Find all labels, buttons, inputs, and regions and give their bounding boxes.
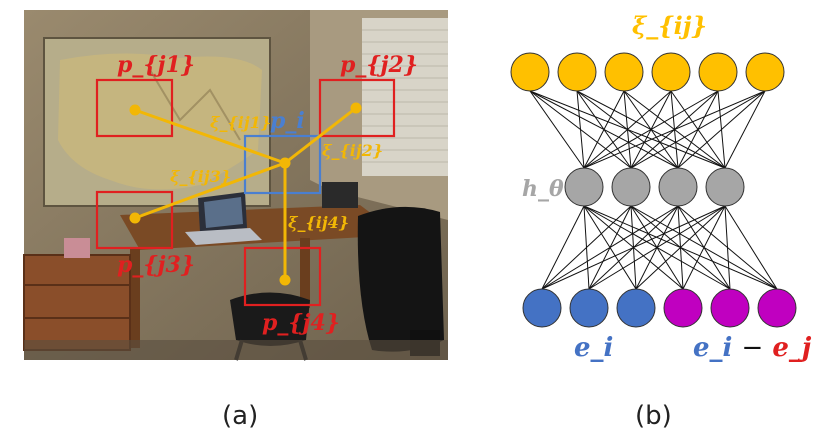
- edge-xi1: [133, 108, 287, 165]
- label-xi4: ξ_{ij4}: [288, 213, 349, 232]
- edge-hidden-input: [541, 205, 632, 290]
- network-edges: [529, 90, 778, 290]
- box-pj1: [95, 78, 174, 138]
- edge-output-hidden: [529, 90, 585, 169]
- edge-hidden-input: [682, 205, 726, 290]
- hidden-node: [564, 167, 604, 207]
- label-xi2: ξ_{ij2}: [322, 141, 383, 160]
- caption-b: (b): [635, 401, 672, 431]
- edge-output-hidden: [630, 90, 766, 169]
- input-label-right-minus: −: [741, 333, 763, 363]
- edge-output-hidden: [583, 90, 672, 169]
- hidden-label: h_θ: [522, 176, 564, 202]
- box-pi: [243, 134, 322, 195]
- node-pj4: [279, 274, 291, 286]
- input-label-right-ej: e_j: [772, 333, 812, 363]
- node-pj3: [129, 212, 141, 224]
- edge-output-hidden: [583, 90, 719, 169]
- input-label-left: e_i: [574, 333, 613, 363]
- room-photo: [23, 10, 448, 361]
- edge-hidden-input: [635, 205, 726, 290]
- output-node: [651, 52, 691, 92]
- input-label-right-ei: e_i: [693, 333, 732, 363]
- edge-hidden-input: [724, 205, 778, 290]
- edge-hidden-input: [541, 205, 726, 290]
- input-node-diff: [757, 288, 797, 328]
- edge-hidden-input: [541, 205, 679, 290]
- output-node: [698, 52, 738, 92]
- label-pj3: p_{j3}: [117, 252, 195, 278]
- caption-a: (a): [222, 401, 258, 431]
- input-node-ei: [522, 288, 562, 328]
- node-pi: [279, 157, 291, 169]
- edge-xi3: [133, 161, 287, 220]
- network-nodes: [510, 52, 797, 328]
- edge-hidden-input: [724, 205, 731, 290]
- edge-hidden-input: [588, 205, 726, 290]
- node-pj2: [350, 102, 362, 114]
- hidden-node: [658, 167, 698, 207]
- input-node-diff: [710, 288, 750, 328]
- output-node: [745, 52, 785, 92]
- edge-xi2: [283, 106, 358, 165]
- edge-output-hidden: [576, 90, 585, 169]
- input-node-diff: [663, 288, 703, 328]
- label-pi: p_i: [270, 108, 305, 134]
- edge-output-hidden: [583, 90, 625, 169]
- box-pj4: [243, 246, 322, 307]
- hidden-node: [705, 167, 745, 207]
- output-node: [510, 52, 550, 92]
- label-pj4: p_{j4}: [262, 310, 340, 336]
- input-label-right: e_i − e_j: [693, 333, 812, 363]
- panel-b: ξ_{ij} h_θ e_i e_i − e_j (b): [510, 11, 812, 431]
- output-node: [557, 52, 597, 92]
- node-pj1: [129, 104, 141, 116]
- panel-a: p_{j1} p_{j2} p_{j3} p_{j4} p_i ξ_{ij1} …: [23, 10, 448, 431]
- input-node-ei: [616, 288, 656, 328]
- output-label: ξ_{ij}: [632, 11, 707, 40]
- input-node-ei: [569, 288, 609, 328]
- edge-output-hidden: [724, 90, 766, 169]
- label-xi3: ξ_{ij3}: [170, 167, 231, 186]
- edge-output-hidden: [677, 90, 766, 169]
- edge-output-hidden: [583, 90, 766, 169]
- box-pj3: [95, 190, 174, 250]
- label-xi1: ξ_{ij1}: [210, 113, 271, 132]
- edge-hidden-input: [541, 205, 585, 290]
- output-node: [604, 52, 644, 92]
- hidden-node: [611, 167, 651, 207]
- box-pj2: [318, 78, 396, 138]
- label-pj2: p_{j2}: [340, 52, 418, 78]
- label-pj1: p_{j1}: [117, 52, 195, 78]
